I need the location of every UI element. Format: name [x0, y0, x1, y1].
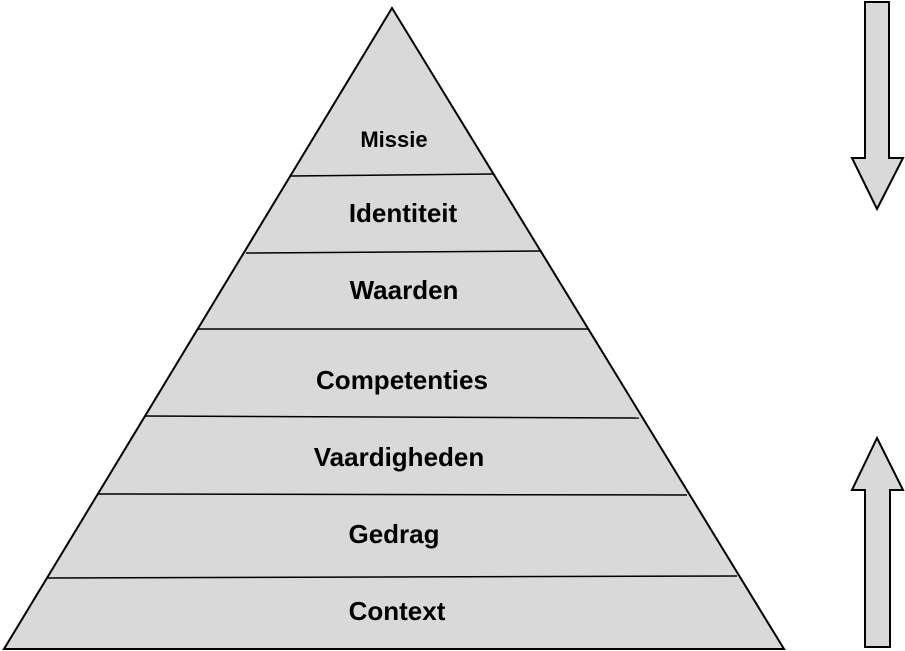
pyramid-divider: [290, 173, 494, 177]
pyramid-divider: [144, 415, 640, 419]
arrow-down-icon: [850, 1, 905, 212]
pyramid-divider: [46, 575, 738, 579]
level-label-identiteit: Identiteit: [349, 198, 458, 228]
level-label-gedrag: Gedrag: [348, 519, 439, 549]
level-label-waarden: Waarden: [350, 275, 459, 305]
level-label-context: Context: [349, 596, 446, 626]
pyramid-divider: [245, 250, 541, 254]
pyramid-divider: [96, 493, 688, 496]
level-label-vaardigheden: Vaardigheden: [314, 442, 485, 472]
level-label-missie: Missie: [360, 127, 427, 152]
level-label-competenties: Competenties: [316, 365, 488, 395]
arrow-up-icon: [850, 435, 905, 648]
